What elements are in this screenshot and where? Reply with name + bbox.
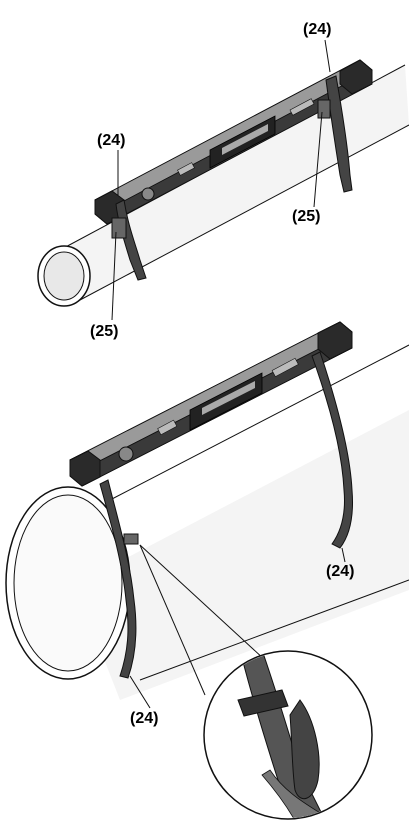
callout-top-strap-right: (24) — [303, 21, 332, 38]
top-view — [37, 39, 409, 321]
top-end-cap-right — [339, 59, 373, 95]
callout-top-strap-left: (24) — [97, 132, 126, 149]
top-strap-right — [317, 75, 353, 193]
top-clip-left-shape — [111, 217, 127, 239]
bottom-end-cap-left — [69, 450, 101, 487]
callout-top-clip-right: (25) — [292, 208, 321, 225]
callout-bottom-strap-left: (24) — [130, 710, 159, 727]
detail-buckle — [237, 689, 289, 717]
top-clip-right-shape — [317, 99, 331, 119]
bottom-measuring-tool — [69, 321, 353, 487]
bottom-strap-left — [99, 479, 139, 679]
bottom-strap-right — [311, 351, 353, 549]
callout-top-clip-left: (25) — [90, 323, 119, 340]
top-vial — [141, 187, 155, 201]
detail-inset — [203, 650, 373, 820]
bottom-vial — [118, 446, 134, 462]
bottom-pipe — [5, 344, 409, 700]
top-measuring-tool — [94, 59, 373, 225]
bottom-end-cap-right — [317, 321, 353, 360]
top-pipe — [37, 64, 409, 307]
top-button — [177, 162, 195, 176]
bottom-view — [5, 321, 409, 709]
callout-bottom-strap-right: (24) — [326, 563, 355, 580]
